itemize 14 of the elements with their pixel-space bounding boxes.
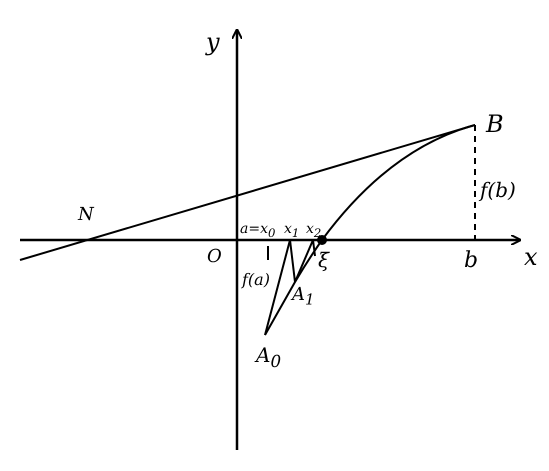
axis-label: A$_{0}$ [256,345,282,371]
axis-label: A$_{1}$ [292,286,315,308]
axis-label: y [206,30,220,54]
axis-label: x [524,245,538,269]
axis-label: x$_{2}$ [306,222,322,240]
axis-label: a=x$_{0}$ [240,222,276,240]
axis-label: N [78,206,94,224]
root-label: ξ [318,250,330,270]
axis-label: b [464,250,478,272]
axis-label: B [486,112,504,136]
axis-label: x$_{1}$ [284,222,300,240]
axis-label: f(b) [480,180,516,200]
axis-label: O [207,248,222,266]
axis-label: f(a) [242,272,270,288]
